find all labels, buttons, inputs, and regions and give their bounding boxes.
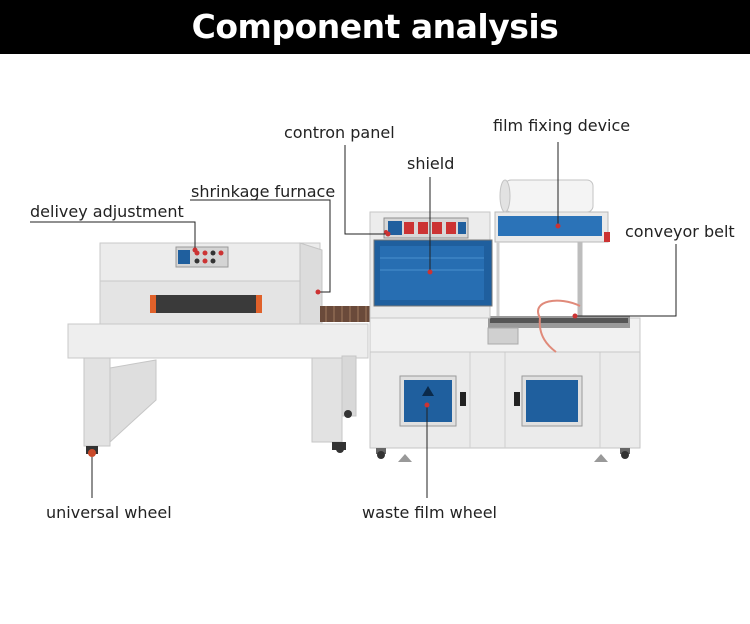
label-universal-wheel: universal wheel [46, 503, 172, 522]
shrink-tunnel [67, 242, 372, 457]
label-shield: shield [407, 154, 455, 173]
leader-dots [192, 223, 578, 408]
label-conveyor-belt: conveyor belt [625, 222, 735, 241]
leader-contron-panel [344, 145, 388, 235]
label-film-fixing-device: film fixing device [493, 116, 631, 135]
sealing-machine [369, 179, 641, 462]
label-shrinkage-furnace: shrinkage furnace [191, 182, 336, 201]
label-waste-film-wheel: waste film wheel [362, 503, 497, 522]
header-banner: Component analysis [0, 0, 750, 54]
label-contron-panel: contron panel [284, 123, 395, 142]
leader-shrinkage-furnace [190, 199, 331, 293]
leader-delivey-adjustment [30, 221, 196, 250]
label-delivey-adjustment: delivey adjustment [30, 202, 184, 221]
leader-lines [30, 142, 677, 498]
leader-conveyor-belt [575, 244, 677, 317]
page-title: Component analysis [191, 7, 559, 46]
